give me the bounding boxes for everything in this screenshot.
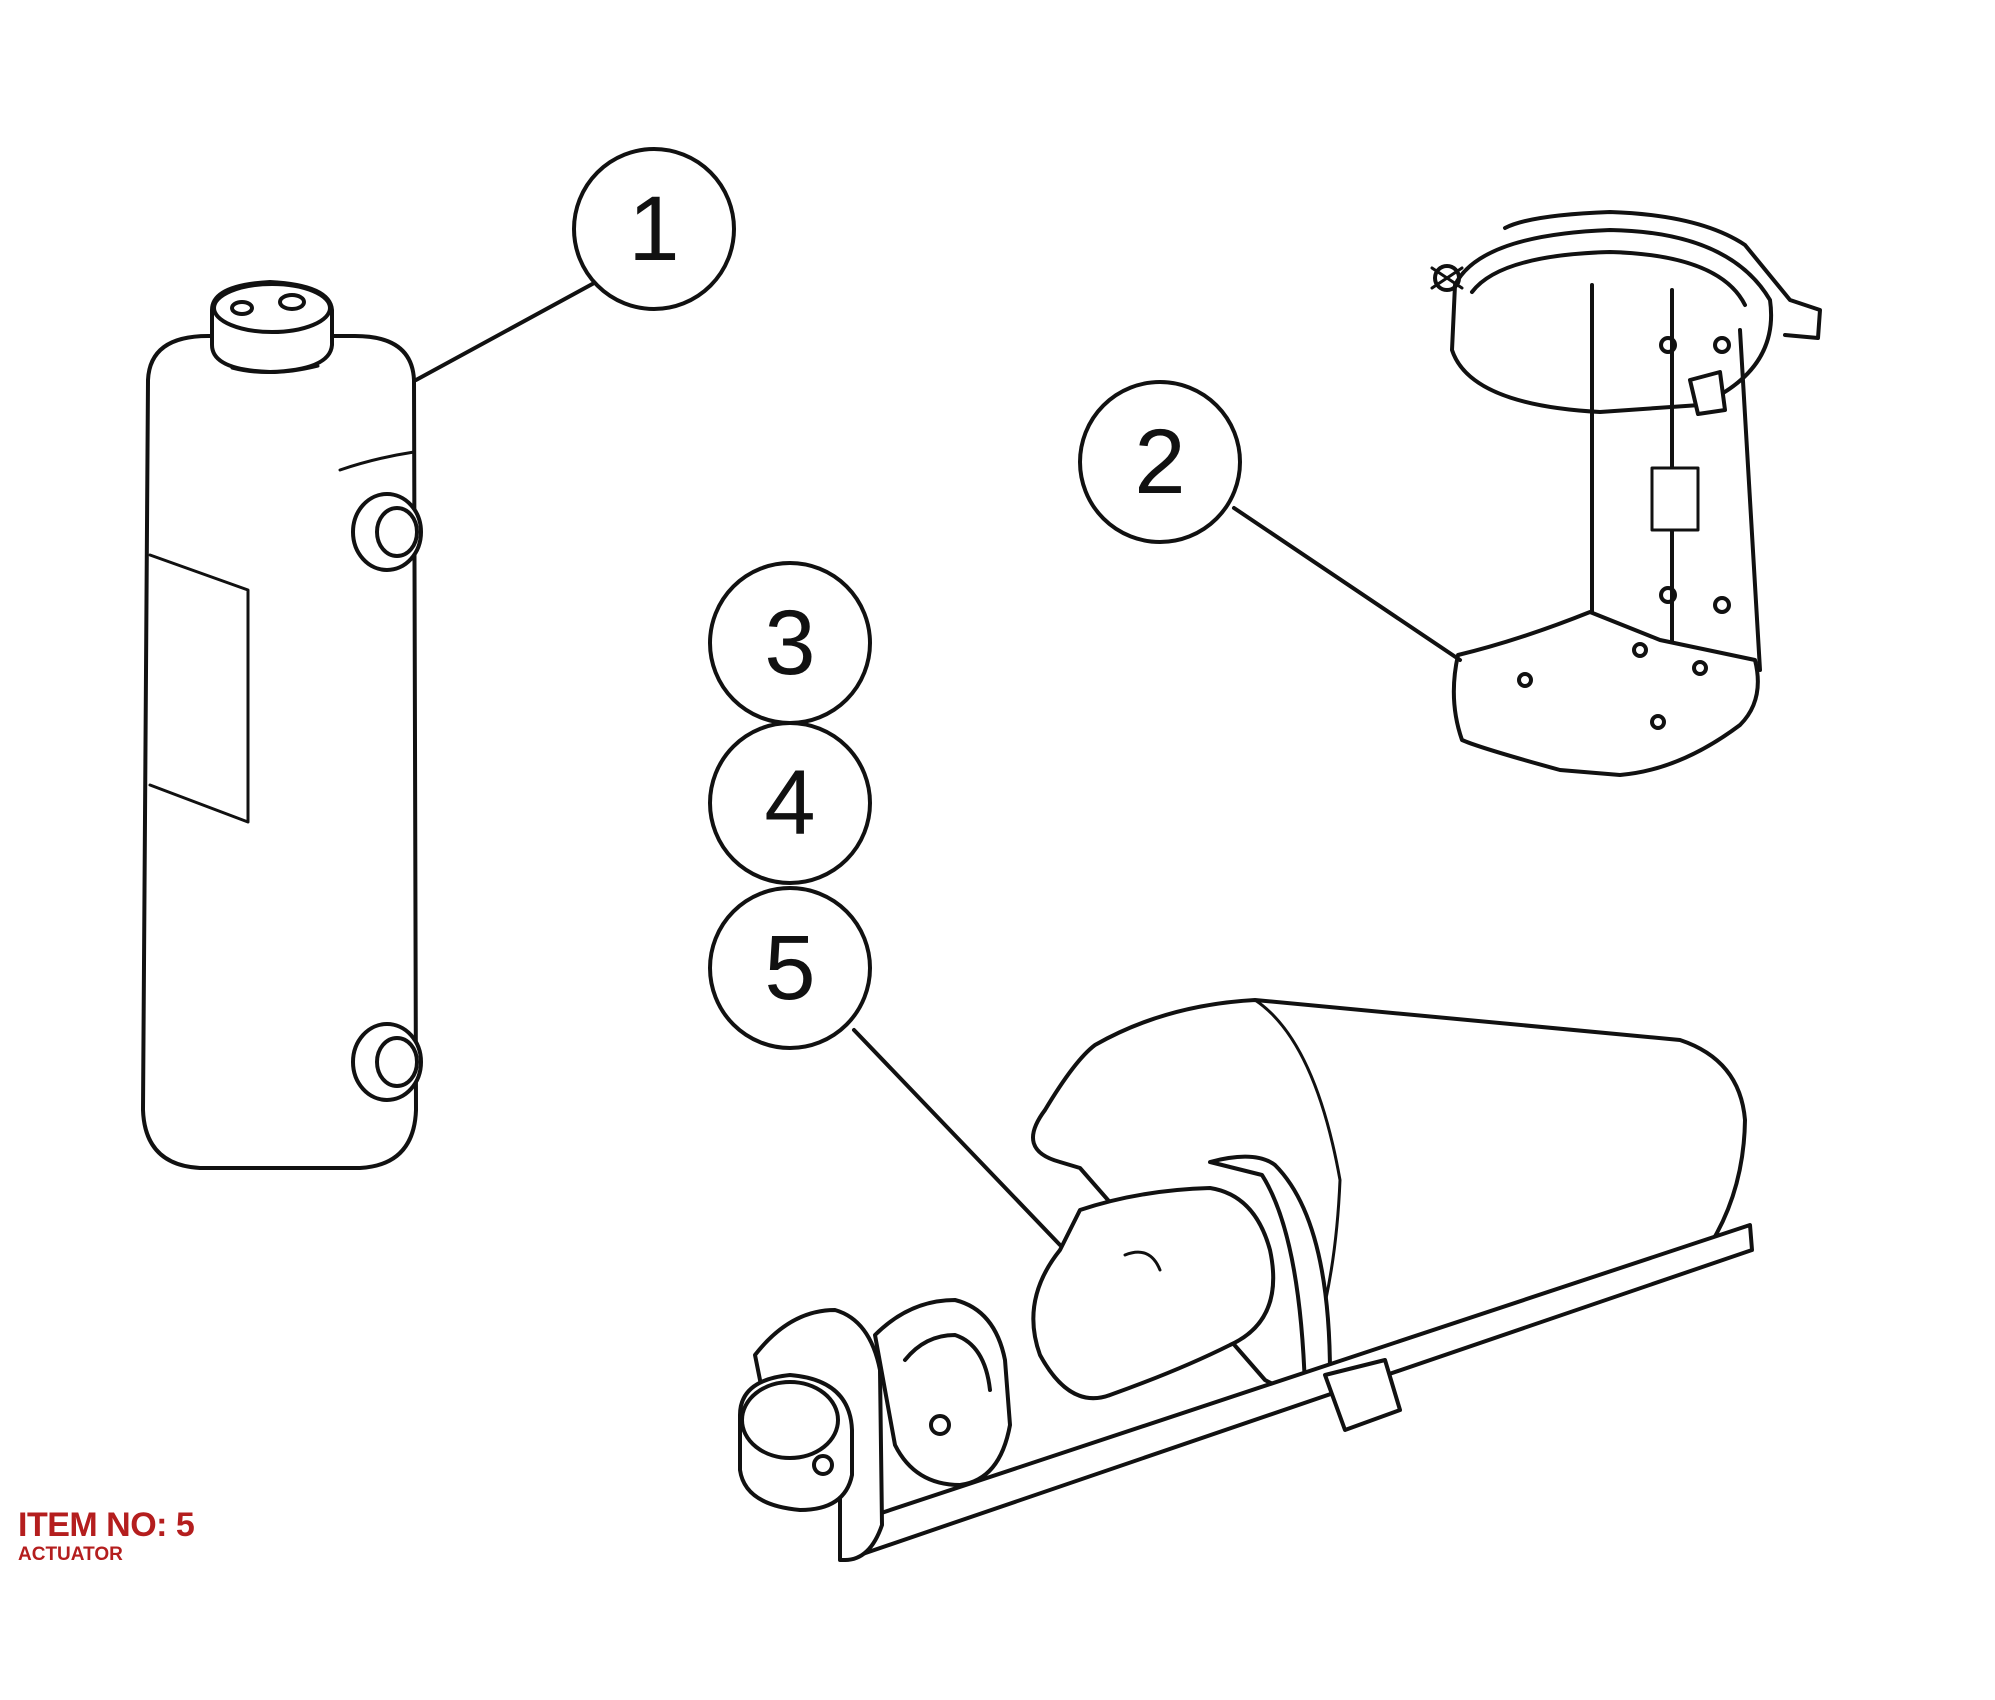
callout-1-circle[interactable]: [572, 147, 736, 311]
bracket-part: [1232, 210, 1822, 777]
callout-labels: 1 2 3 4 5: [628, 178, 1185, 1019]
item-caption: ITEM NO: 5 ACTUATOR: [18, 1506, 195, 1565]
callout-4-circle[interactable]: [708, 721, 872, 885]
callout-1-label: 1: [628, 178, 679, 280]
callout-2-circle[interactable]: [1078, 380, 1242, 544]
callout-5-circle[interactable]: [708, 886, 872, 1050]
callout-5-label: 5: [764, 917, 815, 1019]
actuator-assembly-part: [738, 998, 1754, 1562]
callout-4-label: 4: [764, 752, 815, 854]
callout-bubbles: [572, 147, 1242, 1050]
item-name: ACTUATOR: [18, 1544, 123, 1565]
cylinder-part: [141, 280, 598, 1170]
callout-3-label: 3: [764, 592, 815, 694]
item-number: ITEM NO: 5: [18, 1506, 195, 1544]
callout-2-label: 2: [1134, 411, 1185, 513]
